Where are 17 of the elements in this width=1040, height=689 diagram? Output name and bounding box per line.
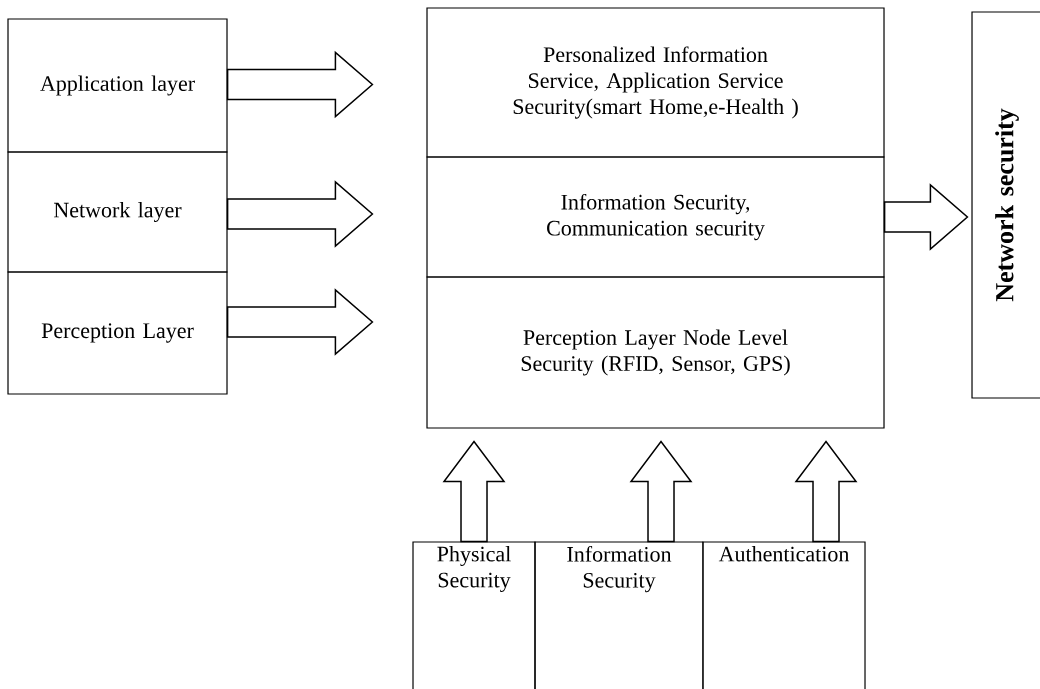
security-box: Perception Layer Node Level Security (RFID, Sensor, GPS): [426, 276, 885, 429]
layer-box: Application layer: [7, 18, 228, 153]
security-box: Personalized Information Service, Application Service Security(smart Home,e-Health ): [426, 7, 885, 158]
block-arrow: [442, 440, 506, 543]
block-arrow: [226, 180, 374, 248]
block-arrow: [883, 183, 969, 251]
block-arrow: [226, 50, 374, 119]
table-cell: Physical Security: [412, 541, 536, 689]
block-arrow: [226, 288, 374, 356]
layer-box: Network layer: [7, 151, 228, 273]
table-cell: Information Security: [534, 541, 704, 689]
layer-box: Perception Layer: [7, 271, 228, 395]
table-cell: Authentication: [702, 541, 866, 689]
block-arrow: [794, 440, 858, 543]
security-box: Information Security, Communication security: [426, 156, 885, 278]
block-arrow: [629, 440, 693, 543]
management-box: Network security: [971, 11, 1040, 399]
